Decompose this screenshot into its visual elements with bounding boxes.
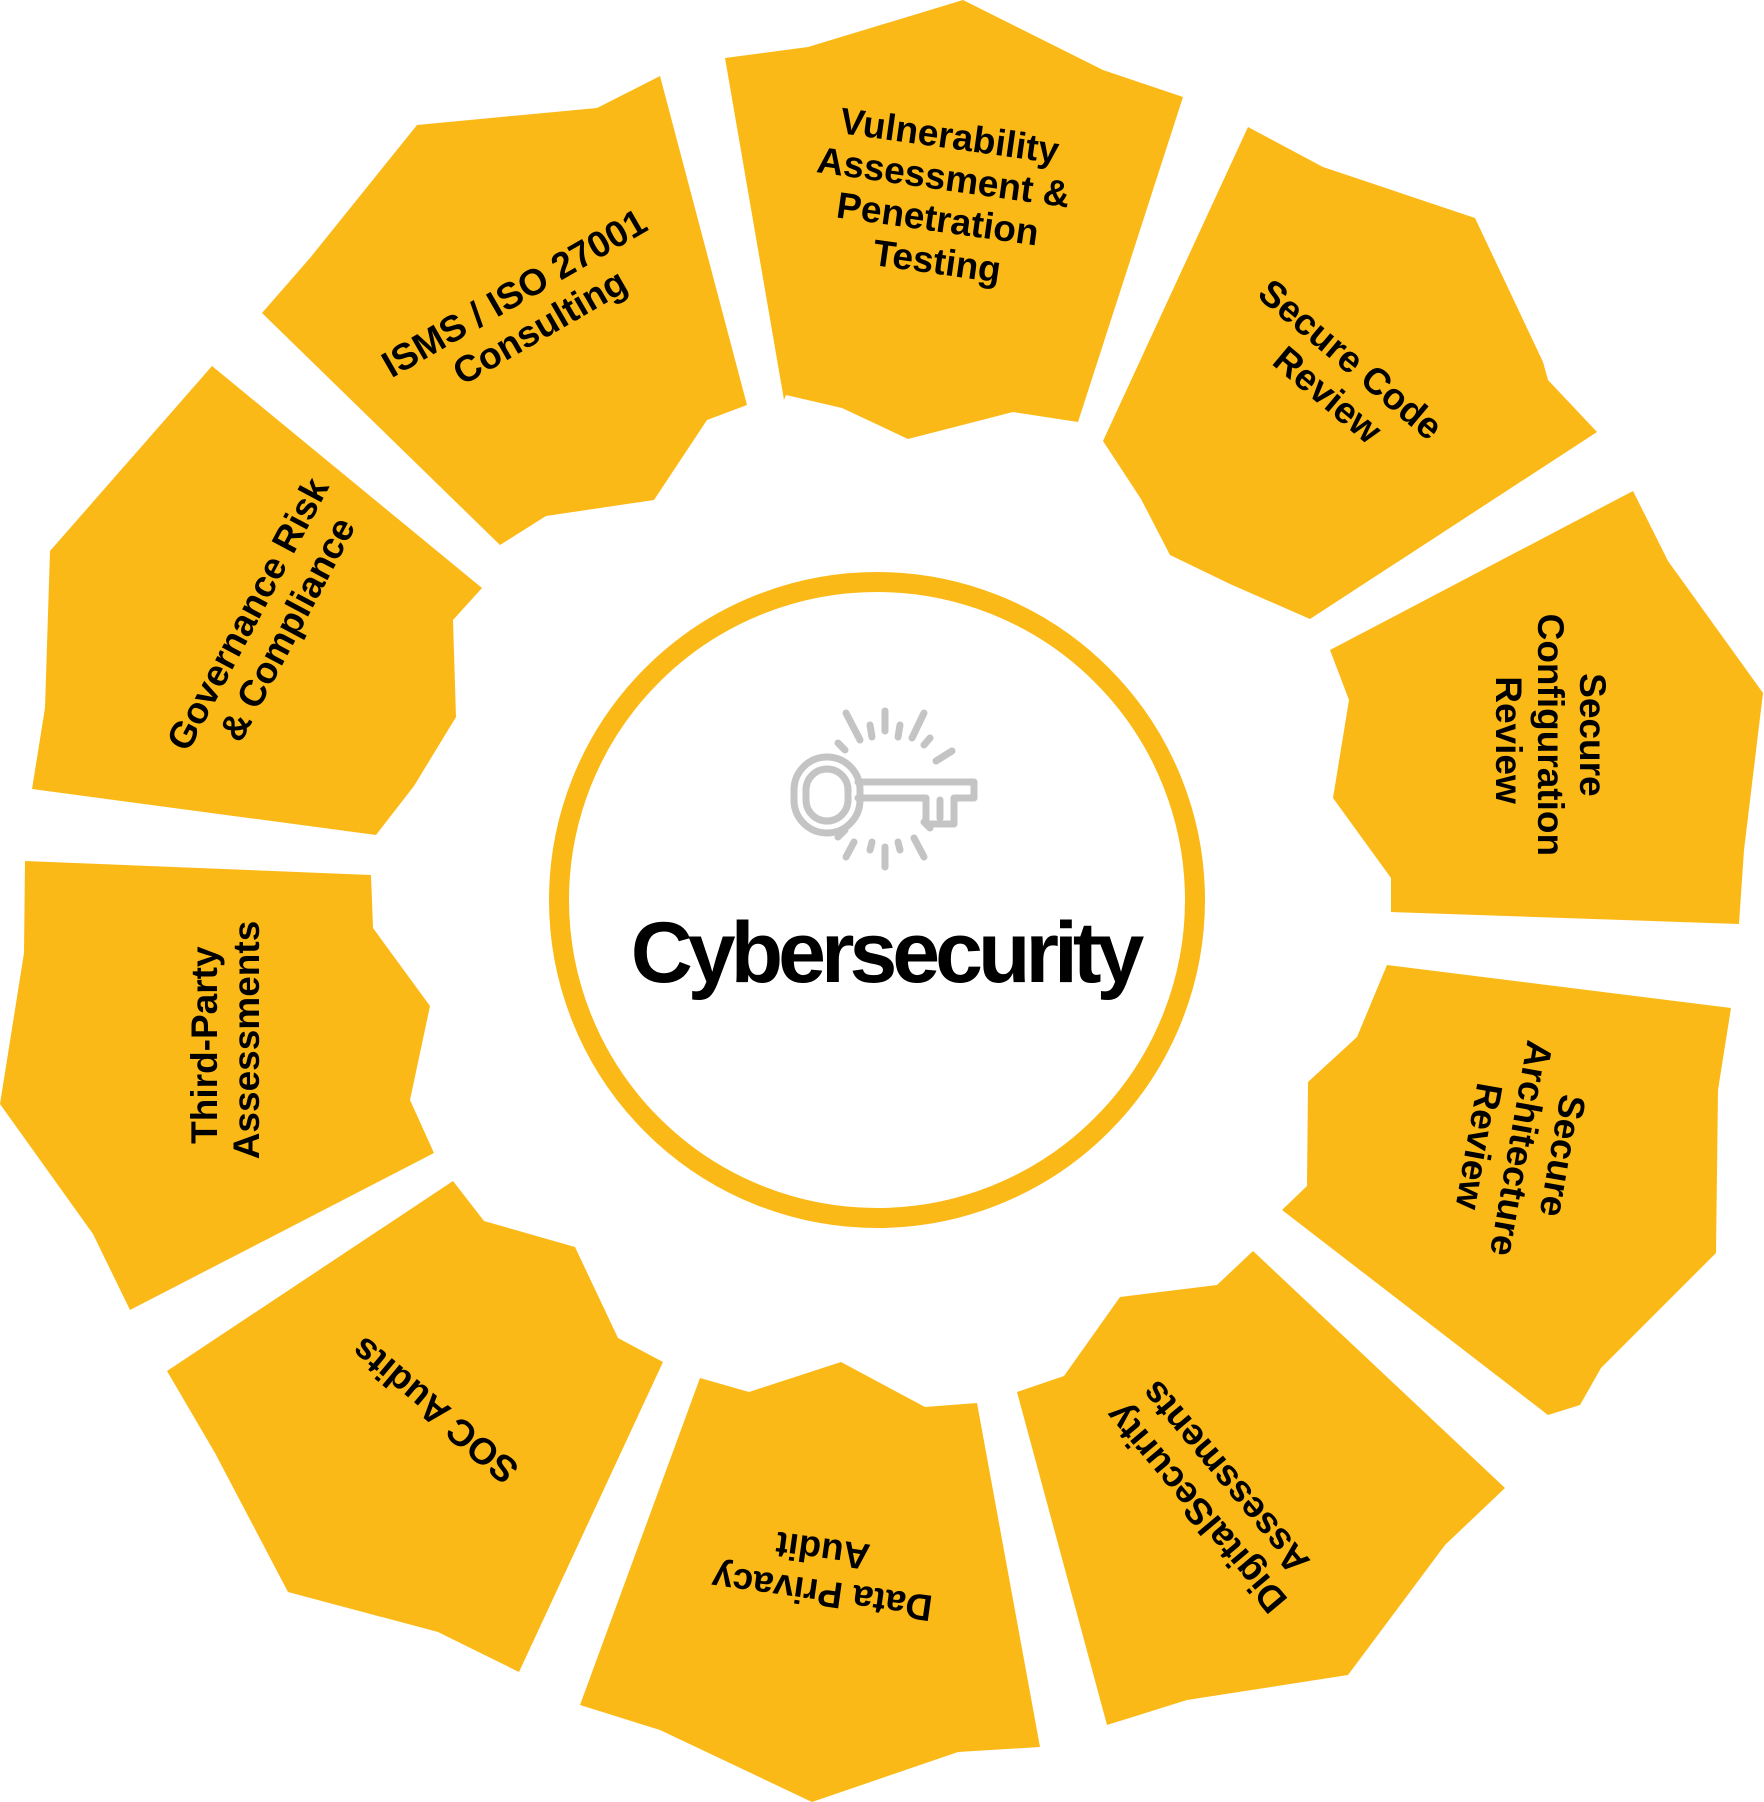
segment-secure-configuration-review: Secure Configuration Review <box>1330 491 1763 924</box>
segment-digital-security-assessments: DigitalSecurity Assessments <box>1017 1251 1505 1725</box>
segment-label-line: Configuration <box>1530 614 1571 857</box>
key-icon <box>790 707 978 871</box>
svg-text:Vulnerability Assessment: Vulnerability Assessment & Penetration T… <box>803 98 1089 300</box>
center-title: Cybersecurity <box>631 905 1145 1001</box>
segment-data-privacy-audit: Data Privacy Audit <box>580 1362 1040 1802</box>
segment-governance-risk-compliance: Governance Risk & Compliance <box>32 366 482 835</box>
segment-label-line: Secure <box>1572 673 1613 796</box>
svg-text:Third-Party Assessments: Third-Party Assessments <box>184 921 267 1160</box>
segment-label-line: Review <box>1488 676 1529 804</box>
segment-secure-architecture-review: Secure Architecture Review <box>1282 965 1731 1415</box>
segment-third-party-assessments: Third-Party Assessments <box>0 861 434 1310</box>
segment-vapt: Vulnerability Assessment & Penetration T… <box>725 0 1183 439</box>
svg-text:Secure Configuration: Secure Configuration Review <box>1488 614 1613 867</box>
segment-isms-iso-27001: ISMS / ISO 27001 Consulting <box>262 76 747 545</box>
center-ring <box>549 572 1205 1228</box>
segment-label-line: Third-Party <box>184 946 225 1144</box>
center-hub: Cybersecurity <box>549 572 1205 1228</box>
segment-label-line: Assessments <box>226 921 267 1160</box>
segment-secure-code-review: Secure Code Review <box>1103 127 1597 619</box>
segment-soc-audits: SOC Audits <box>167 1181 663 1672</box>
